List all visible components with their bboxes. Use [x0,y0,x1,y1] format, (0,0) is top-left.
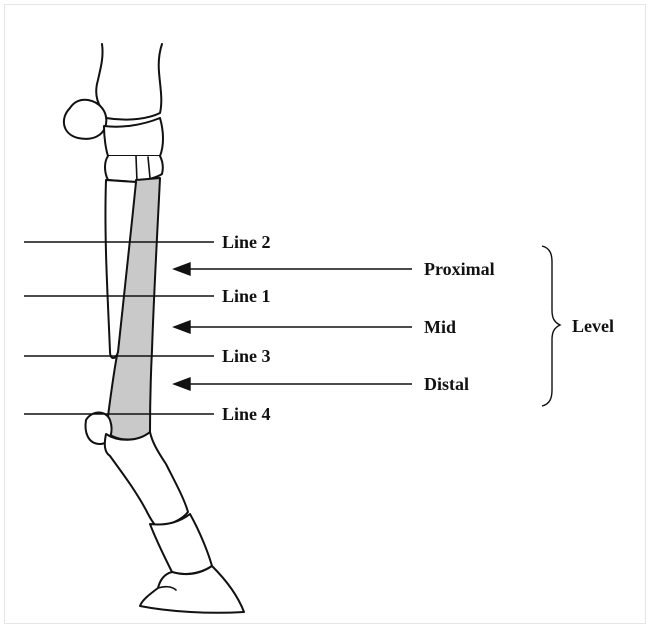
level-group-label: Level [572,316,614,336]
line-3-label: Line 3 [222,346,271,366]
line-2-label: Line 2 [222,232,271,252]
mid-label: Mid [424,317,456,337]
accessory-carpal [64,100,106,139]
proximal-label: Proximal [424,259,495,279]
level-brace [542,246,560,406]
line-4-label: Line 4 [222,404,271,424]
radius-bone [96,44,162,120]
carpal-row-1 [104,118,163,156]
line-1-label: Line 1 [222,286,271,306]
first-phalanx [105,432,188,526]
distal-label: Distal [424,374,469,394]
hoof [140,566,244,613]
